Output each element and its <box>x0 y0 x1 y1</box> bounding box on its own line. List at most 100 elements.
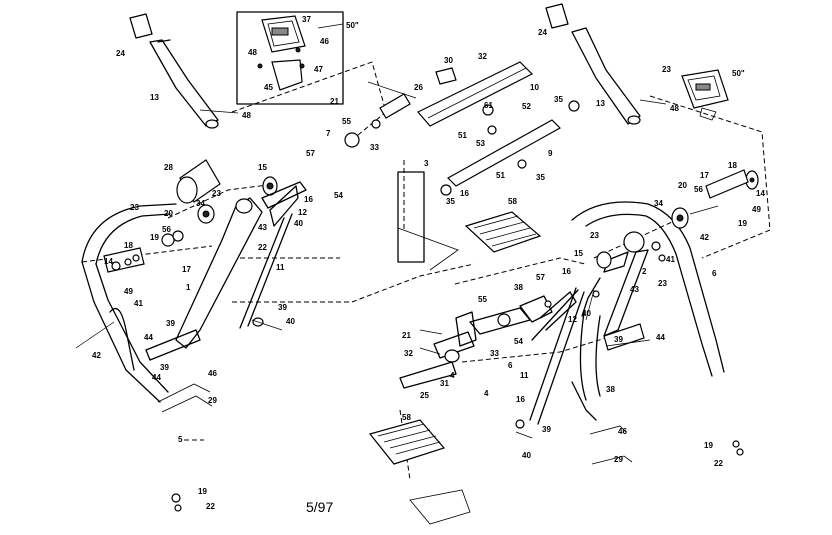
callout-19-bottom-right: 19 <box>704 441 713 450</box>
right-u-frame <box>571 201 744 465</box>
callout-20-right: 20 <box>678 181 687 190</box>
callout-39-left-c: 39 <box>160 363 169 372</box>
callout-37: 37 <box>302 15 311 24</box>
callout-44-left-b: 44 <box>152 373 161 382</box>
callout-35-top: 35 <box>554 95 563 104</box>
right-handlebar <box>545 3 667 125</box>
callout-57-left: 57 <box>306 149 315 158</box>
callout-39-right: 39 <box>542 425 551 434</box>
callout-14-left: 14 <box>104 257 113 266</box>
callout-58: 31 <box>440 379 449 388</box>
callout-15-right: 15 <box>574 249 583 258</box>
callout-11-left: 11 <box>276 263 285 272</box>
callout-11-right: 11 <box>520 371 529 380</box>
callout-23-left-b: 23 <box>130 203 139 212</box>
callout-54-right: 54 <box>514 337 523 346</box>
callout-29-left: 29 <box>208 396 217 405</box>
callout-18-left: 18 <box>124 241 133 250</box>
callout-21-top: 21 <box>330 97 339 106</box>
callout-34-left: 34 <box>196 199 205 208</box>
right-roller-arm <box>596 169 759 337</box>
callout-52: 52 <box>522 102 531 111</box>
callout-56-right: 56 <box>694 185 703 194</box>
callout-51-a: 51 <box>458 131 467 140</box>
callout-28: 28 <box>164 163 173 172</box>
callout-43-left: 43 <box>258 223 267 232</box>
callout-23-right-b: 23 <box>658 279 667 288</box>
callout-19-bottom-left: 19 <box>198 487 207 496</box>
callout-41-right: 41 <box>666 255 675 264</box>
callout-22-bottom-right: 22 <box>714 459 723 468</box>
callout-16-left: 16 <box>304 195 313 204</box>
callout-51-b: 51 <box>496 171 505 180</box>
right-console <box>681 69 729 121</box>
callout-35-low: 35 <box>446 197 455 206</box>
callout-55-right: 55 <box>478 295 487 304</box>
callout-17-left: 17 <box>182 265 191 274</box>
callout-54-left: 54 <box>334 191 343 200</box>
callout-46-left: 46 <box>208 369 217 378</box>
callout-19-right: 19 <box>738 219 747 228</box>
callout-53: 53 <box>476 139 485 148</box>
callout-42-left: 42 <box>92 351 101 360</box>
left-roller-28 <box>176 159 278 224</box>
callout-24-right: 24 <box>538 28 547 37</box>
callout-22-left-mid: 22 <box>258 243 267 252</box>
callout-21-right: 21 <box>402 331 411 340</box>
callout-24-left: 24 <box>116 49 125 58</box>
callout-44-right: 44 <box>656 333 665 342</box>
callout-19-left: 19 <box>150 233 159 242</box>
console-note: 50" <box>732 69 745 78</box>
callout-32-right: 32 <box>404 349 413 358</box>
callout-7: 7 <box>326 129 331 138</box>
callout-16-low: 16 <box>516 395 525 404</box>
left-u-frame <box>75 203 213 512</box>
left-arm-1 <box>175 181 307 349</box>
lower-center-assembly <box>399 287 600 439</box>
callout-14-right: 14 <box>756 189 765 198</box>
center-strut <box>397 171 542 271</box>
callout-46-inset: 46 <box>320 37 329 46</box>
callout-15-left: 15 <box>258 163 267 172</box>
assembly-dashed-lines <box>81 61 771 481</box>
callout-16-right: 16 <box>562 267 571 276</box>
callout-40-left-b: 40 <box>286 317 295 326</box>
callout-23-right-a: 23 <box>590 231 599 240</box>
callout-20-left: 20 <box>164 209 173 218</box>
callout-22-bottom-left: 22 <box>206 502 215 511</box>
callout-57-right: 57 <box>536 273 545 282</box>
left-handlebar <box>129 13 239 129</box>
callout-45: 45 <box>264 83 273 92</box>
callout-38-top: 38 <box>514 283 523 292</box>
page-number: 5/97 <box>306 499 333 515</box>
callout-35-mid: 35 <box>536 173 545 182</box>
callout-18-right: 18 <box>728 161 737 170</box>
callout-61-top: 61 <box>484 101 493 110</box>
callout-10: 10 <box>530 83 539 92</box>
center-frame-bar <box>344 61 580 196</box>
callout-1: 1 <box>186 283 191 292</box>
callout-23-right-top: 23 <box>662 65 671 74</box>
callout-8-right: 6 <box>712 269 717 278</box>
callout-4: 4 <box>484 389 489 398</box>
callout-30: 30 <box>444 56 453 65</box>
callout-33-right: 33 <box>490 349 499 358</box>
callout-55-top: 55 <box>342 117 351 126</box>
callout-40-right-b: 40 <box>522 451 531 460</box>
callout-49-right: 49 <box>752 205 761 214</box>
callout-29-right: 29 <box>614 455 623 464</box>
callout-labels: 24 13 48 37 48 46 47 45 21 26 30 32 10 5… <box>92 15 765 515</box>
callout-5: 5 <box>178 435 183 444</box>
callout-39-left-b: 39 <box>166 319 175 328</box>
callout-42-right: 42 <box>700 233 709 242</box>
callout-23-left-a: 23 <box>212 189 221 198</box>
callout-38-right: 38 <box>606 385 615 394</box>
callout-9: 9 <box>548 149 553 158</box>
callout-17-right: 17 <box>700 171 709 180</box>
callout-34-right: 34 <box>654 199 663 208</box>
callout-32-top: 32 <box>478 52 487 61</box>
lower-footplate-27 <box>368 419 471 525</box>
callout-12-left: 12 <box>298 208 307 217</box>
callout-39-left: 39 <box>278 303 287 312</box>
